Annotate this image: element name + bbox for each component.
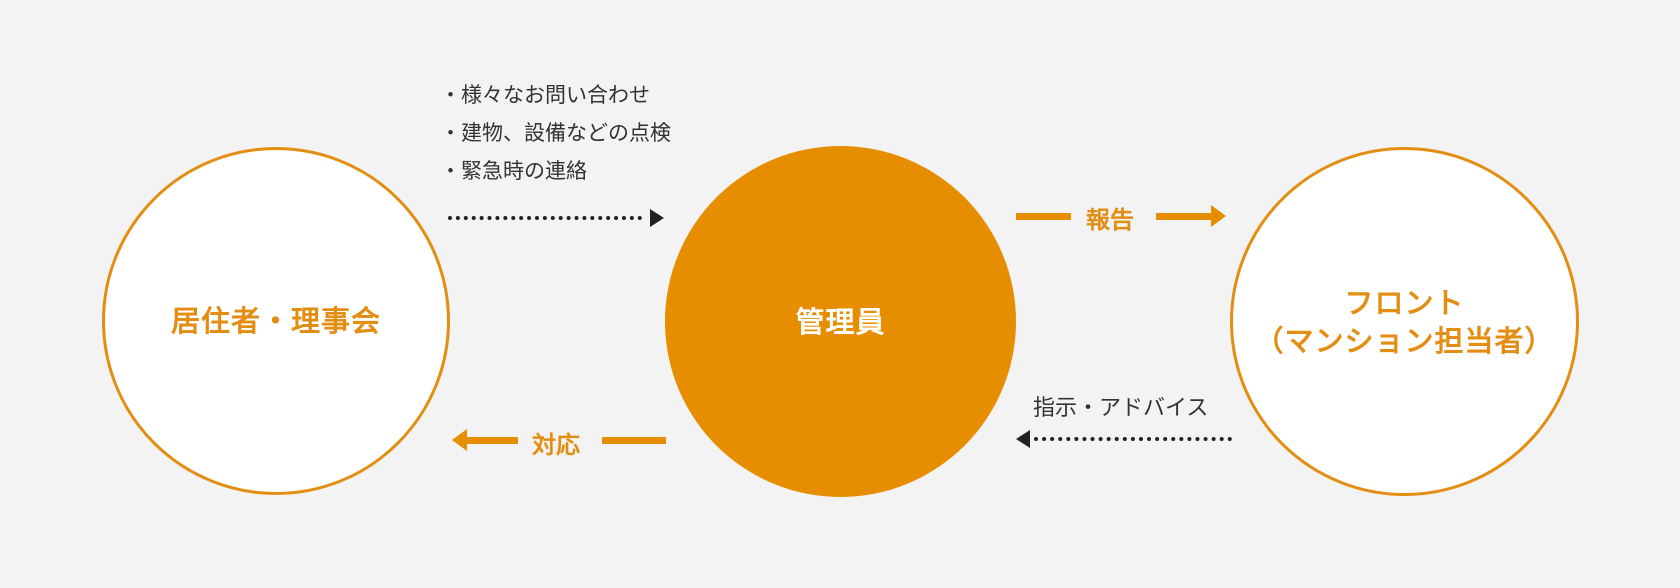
- arrow-head-left-icon: [452, 429, 467, 451]
- arrow-head-right-icon: [1211, 205, 1226, 227]
- arrow-bar: [466, 437, 518, 444]
- arrow-bar: [1016, 213, 1071, 220]
- inquiry-item: ・建物、設備などの点検: [440, 121, 671, 145]
- report-label: 報告: [1086, 206, 1134, 234]
- response-label: 対応: [532, 431, 580, 459]
- dotted-line: [1034, 437, 1232, 441]
- instruction-advice-label: 指示・アドバイス: [1033, 396, 1209, 421]
- arrow-bar: [1156, 213, 1211, 220]
- inquiry-item: ・緊急時の連絡: [440, 159, 587, 183]
- inquiry-list: ・様々なお問い合わせ ・建物、設備などの点検 ・緊急時の連絡: [440, 76, 671, 190]
- node-building-manager: 管理員: [665, 146, 1016, 497]
- node-front-manager: フロント （マンション担当者）: [1230, 147, 1579, 496]
- node-building-manager-label: 管理員: [795, 304, 886, 339]
- arrow-bar: [602, 437, 666, 444]
- node-front-manager-label-line2: （マンション担当者）: [1254, 323, 1555, 358]
- node-front-manager-label-line1: フロント: [1344, 285, 1465, 320]
- arrow-head-left-icon: [1016, 430, 1030, 448]
- arrow-head-right-icon: [650, 209, 664, 227]
- inquiry-item: ・様々なお問い合わせ: [440, 83, 650, 107]
- dotted-line: [448, 216, 642, 220]
- node-residents-board-label: 居住者・理事会: [170, 304, 381, 338]
- node-front-manager-label: フロント （マンション担当者）: [1254, 284, 1554, 360]
- node-residents-board: 居住者・理事会: [102, 147, 450, 495]
